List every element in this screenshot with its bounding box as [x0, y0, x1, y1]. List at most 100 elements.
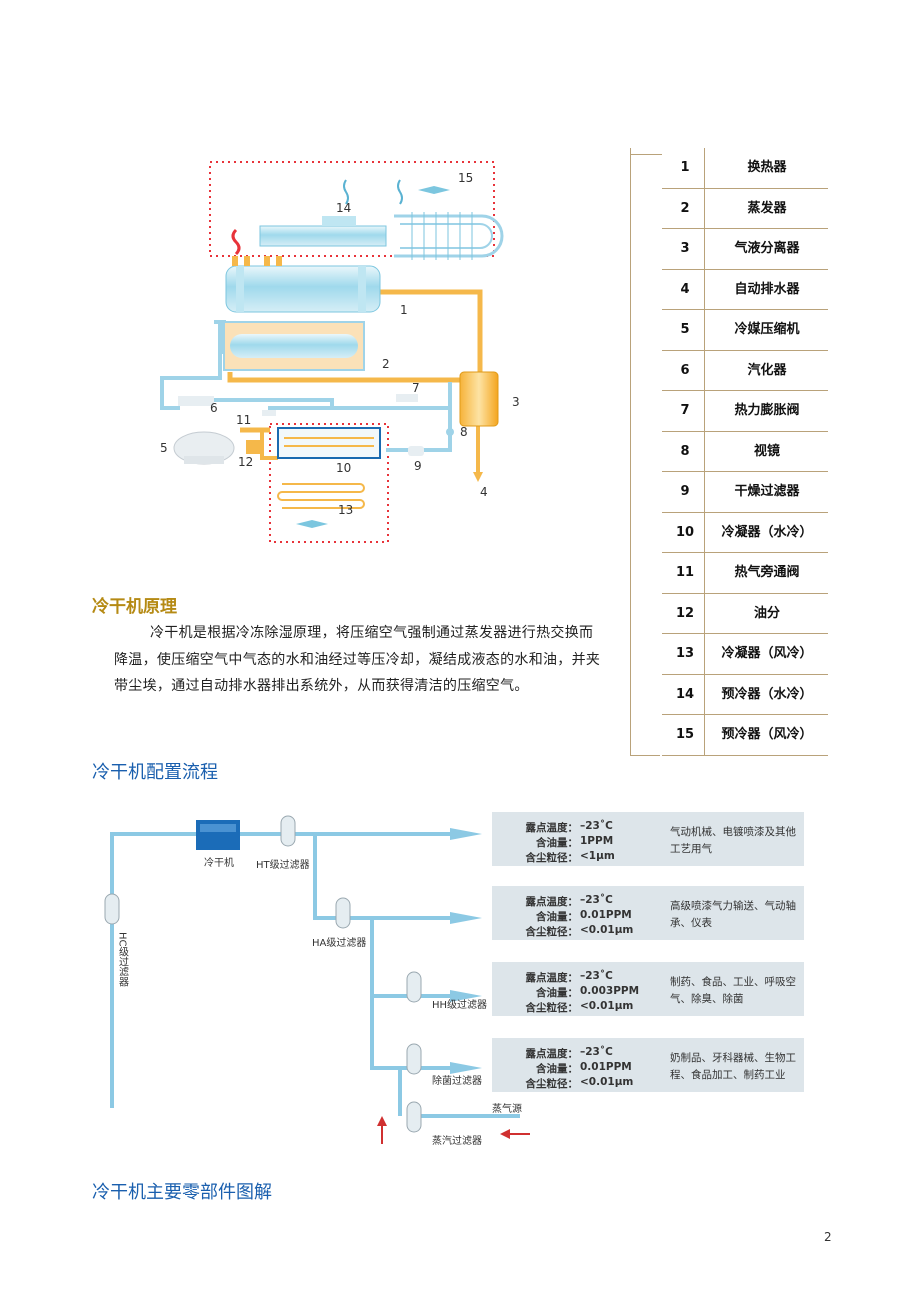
schematic-label-7: 7	[412, 381, 420, 395]
spec-value: 1PPM	[580, 835, 614, 847]
parts-title: 冷干机主要零部件图解	[92, 1182, 272, 1203]
spec-value: –23˚C	[580, 894, 613, 906]
spec-key: 含尘粒径：	[525, 852, 579, 864]
spec-value: –23˚C	[580, 1046, 613, 1058]
legend-border-left	[630, 148, 631, 756]
legend-number: 5	[680, 322, 690, 337]
legend-part-name: 自动排水器	[734, 281, 800, 297]
legend-part-name: 热力膨胀阀	[734, 403, 800, 418]
spec-application: 奶制品、牙科器械、生物工程、食品加工、制药工业	[670, 1052, 796, 1081]
legend-part-name: 视镜	[753, 443, 780, 459]
legend-part-name: 冷凝器（风冷）	[721, 646, 813, 661]
legend-number: 12	[675, 605, 695, 621]
legend-row-divider	[662, 471, 828, 472]
schematic-label-6: 6	[210, 401, 218, 415]
legend-row-divider	[662, 552, 828, 553]
legend-row-divider	[662, 228, 828, 229]
legend-number: 7	[680, 403, 690, 418]
legend-row: 5 冷媒压缩机	[630, 310, 830, 351]
spec-value: –23˚C	[580, 820, 613, 832]
spec-key: 露点温度：	[525, 822, 579, 834]
spec-value: 0.003PPM	[580, 985, 640, 997]
legend-part-name: 油分	[753, 605, 780, 621]
flow-drawing: 冷干机 HT级过滤器 HA级过滤器 HH级过滤器 除菌过滤器 蒸汽过滤器 蒸气源…	[104, 815, 530, 1147]
legend-number: 14	[675, 686, 695, 702]
spec-key: 含油量：	[536, 1063, 578, 1075]
spec-value: <0.01μm	[580, 924, 634, 936]
schematic-label-2: 2	[382, 357, 390, 371]
spec-value: 0.01PPM	[580, 1061, 632, 1073]
legend-row-divider	[662, 511, 828, 513]
spec-value: <0.01μm	[580, 1076, 634, 1088]
flow-title: 冷干机配置流程	[92, 762, 218, 783]
spec-key: 露点温度：	[525, 1048, 579, 1060]
legend-row: 8 视镜	[630, 432, 830, 472]
legend-number: 6	[680, 362, 690, 378]
legend-row-divider	[662, 714, 828, 715]
legend-row-divider	[662, 309, 828, 310]
schematic-label-11: 11	[236, 413, 251, 427]
schematic-label-13: 13	[338, 503, 353, 517]
legend-part-name: 热气旁通阀	[734, 565, 800, 580]
schematic-label-4: 4	[480, 485, 488, 499]
schematic-label-15: 15	[458, 171, 473, 185]
legend-row-divider	[662, 390, 828, 391]
spec-value: <0.01μm	[580, 1000, 634, 1012]
spec-key: 含油量：	[536, 911, 578, 923]
legend-row: 10 冷凝器（水冷）	[630, 513, 830, 553]
label-sterile-filter: 除菌过滤器	[432, 1074, 482, 1087]
spec-application: 气动机械、电镀喷漆及其他工艺用气	[670, 826, 796, 855]
legend-part-name: 冷凝器（水冷）	[721, 524, 813, 540]
legend-row-divider	[662, 349, 828, 351]
legend-number: 13	[675, 646, 695, 661]
legend-part-name: 气液分离器	[734, 241, 800, 256]
legend-number: 10	[675, 524, 695, 540]
legend-row-divider	[662, 754, 828, 756]
spec-application: 高级喷漆气力输送、气动轴承、仪表	[670, 900, 796, 929]
legend-number: 15	[675, 727, 695, 742]
legend-border-mid	[704, 148, 705, 756]
label-hh-filter: HH级过滤器	[432, 998, 487, 1011]
legend-row: 4 自动排水器	[630, 270, 830, 310]
configuration-flow-diagram: 冷干机 HT级过滤器 HA级过滤器 HH级过滤器 除菌过滤器 蒸汽过滤器 蒸气源…	[100, 806, 820, 1156]
spec-value: 0.01PPM	[580, 909, 632, 921]
schematic-label-8: 8	[460, 425, 468, 439]
label-dryer: 冷干机	[204, 856, 234, 869]
schematic-label-10: 10	[336, 461, 351, 475]
legend-part-name: 汽化器	[747, 362, 787, 378]
legend-row-divider	[662, 187, 828, 189]
legend-row-divider	[662, 592, 828, 594]
legend-row: 2 蒸发器	[630, 189, 830, 229]
label-ht-filter: HT级过滤器	[256, 858, 310, 871]
spec-application: 制药、食品、工业、呼吸空气、除臭、除菌	[670, 976, 796, 1005]
schematic-label-14: 14	[336, 201, 351, 215]
schematic-label-1: 1	[400, 303, 408, 317]
legend-number: 8	[680, 443, 690, 459]
principle-body: 冷干机是根据冷冻除湿原理，将压缩空气强制通过蒸发器进行热交换而降温，使压缩空气中…	[114, 625, 601, 694]
legend-part-name: 预冷器（水冷）	[721, 686, 813, 702]
legend-row-divider	[662, 633, 828, 634]
spec-value: <1μm	[580, 850, 615, 862]
legend-part-name: 冷媒压缩机	[734, 322, 800, 337]
legend-row: 12 油分	[630, 594, 830, 634]
legend-number: 9	[680, 484, 690, 499]
page-number: 2	[824, 1230, 832, 1244]
schematic-label-12: 12	[238, 455, 253, 469]
legend-number: 2	[680, 200, 690, 216]
legend-part-name: 预冷器（风冷）	[721, 727, 813, 742]
legend-row: 13 冷凝器（风冷）	[630, 634, 830, 675]
legend-part-name: 蒸发器	[747, 200, 787, 216]
label-hc-filter: HC级过滤器	[117, 932, 129, 987]
legend-border-bottom	[630, 754, 660, 756]
legend-border-top	[630, 154, 662, 155]
spec-value: –23˚C	[580, 970, 613, 982]
legend-number: 4	[680, 281, 690, 297]
